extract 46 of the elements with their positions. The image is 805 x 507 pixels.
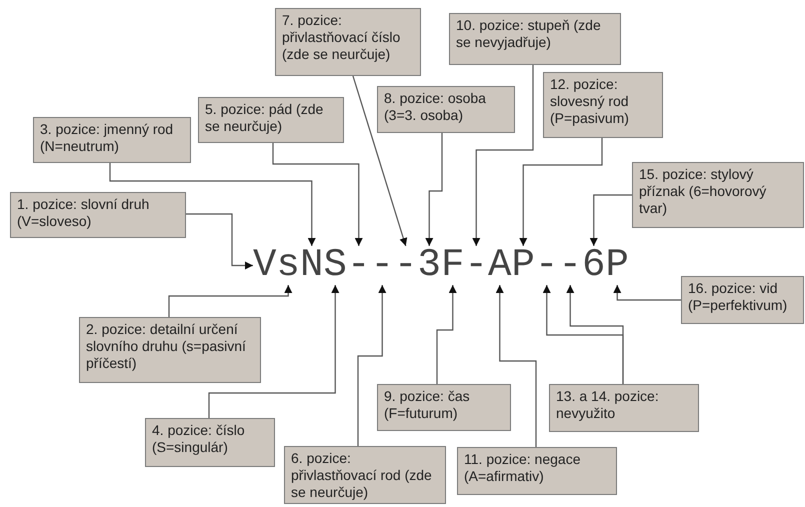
callout-box: 6. pozice: přivlastňovací rod (zde se neurčuje): [284, 446, 446, 504]
arrow: [496, 285, 537, 447]
callout-box: 9. pozice: čas (F=futurum): [377, 384, 511, 431]
tag-character: -: [558, 246, 582, 285]
tag-character: 6: [582, 246, 606, 285]
tag-character: s: [276, 246, 300, 285]
callout-box: 16. pozice: vid (P=perfektivum): [681, 276, 804, 324]
callout-box: 13. a 14. pozice: nevyužito: [549, 384, 699, 432]
callout-box: 15. pozice: stylový příznak (6=hovorový tvar): [632, 162, 804, 228]
callout-box: 4. pozice: číslo (S=singulár): [145, 418, 275, 467]
tag-character: 3: [418, 246, 441, 285]
arrow: [168, 285, 292, 317]
callout-box: 2. pozice: detailní určení slovního druhu (s=pasivní příčestí): [79, 317, 261, 383]
callout-box: 3. pozice: jmenný rod (N=neutrum): [33, 117, 191, 163]
arrow: [590, 194, 632, 246]
tag-character: P: [512, 246, 535, 285]
tag-character: P: [606, 246, 629, 285]
arrow: [472, 65, 534, 246]
tag-character: V: [253, 246, 276, 285]
arrow: [352, 76, 408, 246]
arrow: [519, 138, 603, 246]
callout-box: 5. pozice: pád (zde se neurčuje): [198, 97, 344, 143]
callout-box: 11. pozice: negace (A=afirmativ): [457, 447, 617, 495]
callout-box: 1. pozice: slovní druh (V=sloveso): [10, 192, 186, 238]
tag-character: F: [441, 246, 464, 285]
arrow: [613, 285, 681, 301]
tag-character: -: [464, 246, 488, 285]
tag-character: -: [394, 246, 418, 285]
arrow: [272, 143, 363, 246]
callout-box: 10. pozice: stupeň (zde se nevyjadřuje): [449, 13, 621, 65]
arrow: [208, 285, 340, 418]
tag-character: -: [535, 246, 558, 285]
tag-character: A: [488, 246, 512, 285]
tag-character: -: [347, 246, 370, 285]
arrow: [109, 163, 316, 246]
tag-character: -: [370, 246, 394, 285]
callout-box: 7. pozice: přivlastňovací číslo (zde se neurčuje): [275, 8, 421, 76]
callout-box: 8. pozice: osoba (3=3. osoba): [377, 86, 515, 133]
arrow: [425, 133, 443, 246]
tag-character: N: [300, 246, 324, 285]
arrow: [186, 213, 253, 270]
arrow: [357, 285, 386, 446]
arrow: [436, 285, 457, 384]
callout-box: 12. pozice: slovesný rod (P=pasivum): [543, 72, 663, 138]
tag-character: S: [324, 246, 347, 285]
arrow: [566, 285, 624, 384]
